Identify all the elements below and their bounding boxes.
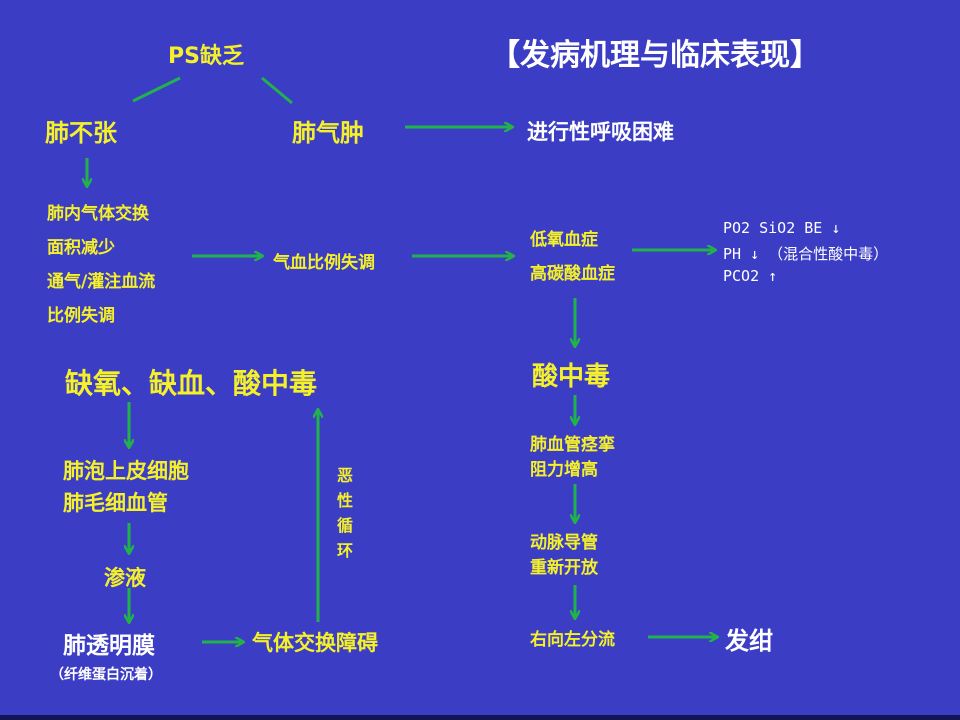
connector-ps-to-emphysema: [261, 76, 293, 105]
ductus-line-2: 重新开放: [530, 558, 598, 578]
node-blood-gas: PO2 SiO2 BE ↓ PH ↓ （混合性酸中毒） PCO2 ↑: [723, 219, 888, 291]
node-emphysema: 肺气肿: [292, 119, 364, 147]
node-va-mismatch: 气血比例失调: [273, 253, 375, 273]
vicious-char-3: 循: [337, 516, 354, 535]
bottom-strip: [0, 715, 960, 720]
node-hypoxemia: 低氧血症: [530, 230, 598, 250]
blood-gas-line-1: PO2 SiO2 BE ↓: [723, 219, 841, 237]
node-progressive-dyspnea: 进行性呼吸困难: [527, 120, 674, 144]
exchange-line-4: 比例失调: [47, 306, 115, 326]
node-exudation: 渗液: [104, 565, 146, 590]
node-acidosis: 酸中毒: [532, 362, 611, 392]
vasospasm-line-1: 肺血管痉挛: [530, 435, 615, 455]
alveolar-line-2: 肺毛细血管: [63, 490, 168, 515]
node-hypoxia-ischemia-acidosis: 缺氧、缺血、酸中毒: [65, 367, 318, 400]
page-title: 【发病机理与临床表现】: [490, 38, 820, 73]
node-right-left-shunt: 右向左分流: [530, 630, 615, 650]
vasospasm-line-2: 阻力增高: [530, 460, 598, 480]
exchange-line-2: 面积减少: [47, 238, 115, 258]
connector-ps-to-atelectasis: [132, 76, 181, 103]
alveolar-line-1: 肺泡上皮细胞: [63, 458, 189, 483]
node-exchange-area: 肺内气体交换 面积减少 通气/灌注血流 比例失调: [47, 199, 155, 335]
node-ps-deficiency: PS缺乏: [168, 44, 244, 69]
blood-gas-line-2: PH ↓ （混合性酸中毒）: [723, 245, 889, 263]
vicious-char-4: 环: [337, 541, 354, 560]
blood-gas-line-3: PCO2 ↑: [723, 267, 778, 285]
node-alveolar-capillary: 肺泡上皮细胞 肺毛细血管: [63, 455, 189, 519]
node-hyaline-membrane: 肺透明膜: [63, 632, 155, 659]
ductus-line-1: 动脉导管: [530, 533, 598, 553]
node-gas-exchange-disorder: 气体交换障碍: [252, 630, 378, 655]
label-vicious-cycle: 恶 性 循 环: [337, 462, 353, 562]
node-fibrin-deposit: （纤维蛋白沉着）: [50, 667, 162, 683]
node-ductus-reopen: 动脉导管 重新开放: [530, 528, 598, 578]
vicious-char-2: 性: [337, 491, 354, 510]
vicious-char-1: 恶: [337, 466, 354, 485]
exchange-line-3: 通气/灌注血流: [47, 272, 156, 292]
node-cyanosis: 发绀: [725, 627, 773, 655]
node-hypercapnia: 高碳酸血症: [530, 264, 615, 284]
node-atelectasis: 肺不张: [45, 119, 117, 147]
node-pulm-vasospasm: 肺血管痉挛 阻力增高: [530, 430, 615, 480]
exchange-line-1: 肺内气体交换: [47, 204, 149, 224]
